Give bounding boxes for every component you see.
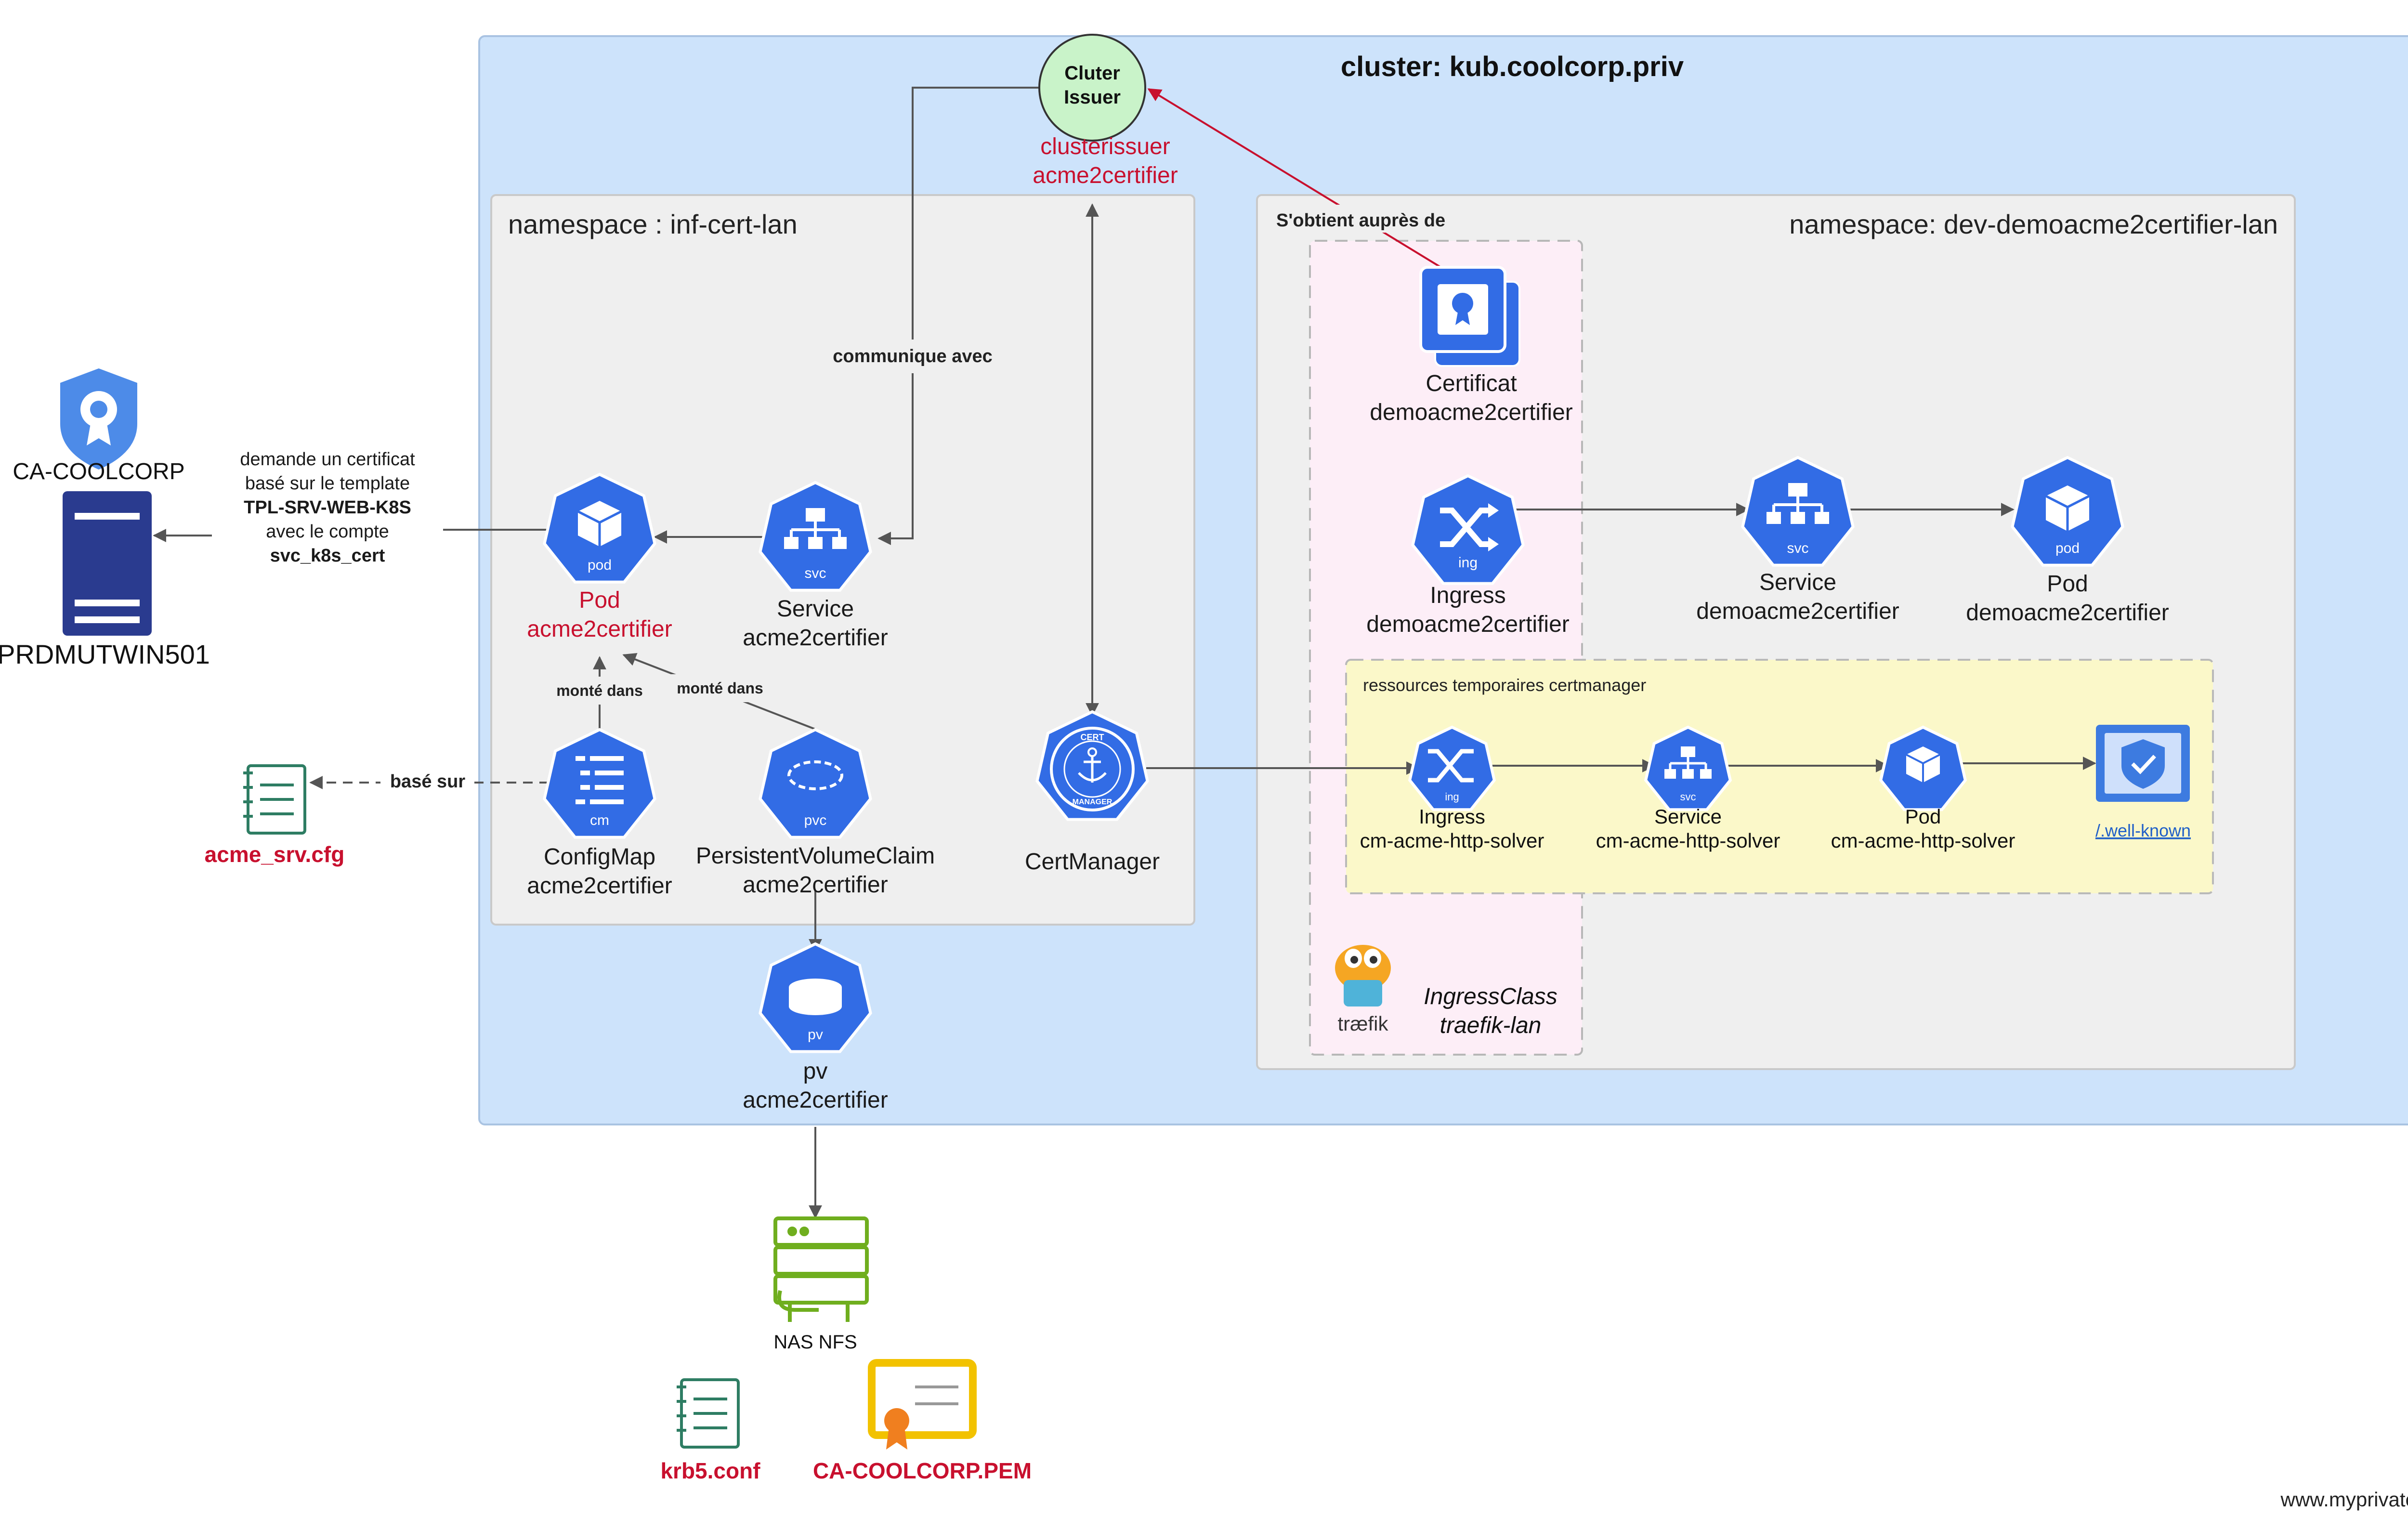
request-note-line2: basé sur le template [245, 473, 410, 494]
edge-issuer-to-service [877, 87, 1040, 545]
server-name: PRDMUTWIN501 [0, 639, 210, 669]
cluster-issuer-name: acme2certifier [1033, 163, 1178, 188]
configmap-acme2certifier-node[interactable]: cm [543, 728, 656, 839]
request-note-account: svc_k8s_cert [270, 546, 385, 566]
nas-name: NAS NFS [773, 1332, 857, 1353]
request-note-template: TPL-SRV-WEB-K8S [244, 497, 411, 518]
cluster-issuer-line2: Issuer [1064, 87, 1121, 108]
ingressclass-kind: IngressClass [1424, 984, 1557, 1009]
service-acme2certifier-node[interactable]: svc [759, 481, 872, 592]
pod-demo-node[interactable]: pod [2011, 456, 2124, 567]
cluster-title: cluster: kub.coolcorp.priv [1341, 51, 1684, 82]
configmap-tag: cm [590, 812, 609, 828]
certmanager-badge-bottom: MANAGER [1073, 798, 1112, 806]
ingress-demo-name: demoacme2certifier [1366, 612, 1570, 637]
cluster-issuer-node[interactable]: Cluter Issuer [1038, 34, 1146, 142]
temp-service-name: cm-acme-http-solver [1596, 829, 1780, 852]
request-note-line4: avec le compte [266, 522, 389, 542]
temp-pod-node[interactable] [1879, 725, 1967, 811]
pod-demo-kind: Pod [2047, 571, 2088, 597]
temp-pod-name: cm-acme-http-solver [1831, 829, 2015, 852]
service-demo-kind: Service [1759, 570, 1836, 595]
pod-acme2certifier-node[interactable]: pod [543, 472, 656, 584]
pvc-tag: pvc [804, 812, 827, 828]
certificate-demo-name: demoacme2certifier [1370, 400, 1573, 425]
watermark: www.myprivatelab.tech [2280, 1488, 2408, 1511]
krb5-file-icon [677, 1378, 740, 1449]
temp-service-kind: Service [1654, 805, 1722, 828]
certmanager-name: CertManager [1025, 849, 1160, 875]
cluster-issuer-kind: clusterissuer [1040, 134, 1170, 159]
ingress-demo-kind: Ingress [1430, 583, 1505, 608]
config-file-icon [243, 764, 306, 835]
pvc-kind: PersistentVolumeClaim [696, 843, 935, 869]
ingressclass-name: traefik-lan [1440, 1013, 1542, 1038]
temp-ingress-kind: Ingress [1419, 805, 1485, 828]
ingress-demo-node[interactable]: ing [1411, 474, 1525, 585]
pod-demo-tag: pod [2055, 540, 2080, 556]
krb5-file-name: krb5.conf [660, 1458, 760, 1483]
pv-tag: pv [808, 1027, 823, 1043]
ingress-demo-tag: ing [1458, 555, 1478, 571]
edge-label-obtained-from: S'obtient auprès de [1276, 210, 1445, 231]
service-tag: svc [805, 565, 826, 581]
edge-label-mounted-2: monté dans [677, 680, 763, 697]
temp-service-node[interactable]: svc [1644, 725, 1732, 811]
server-icon [63, 491, 152, 636]
pvc-name: acme2certifier [743, 872, 888, 898]
pod-demo-name: demoacme2certifier [1966, 600, 2169, 626]
cluster-issuer-line1: Cluter [1064, 63, 1120, 84]
pod-kind: Pod [579, 588, 620, 613]
pod-tag: pod [588, 557, 612, 573]
namespace-inf-title: namespace : inf-cert-lan [508, 209, 798, 239]
temp-resources-title: ressources temporaires certmanager [1363, 675, 1646, 695]
temp-ingress-tag: ing [1445, 791, 1459, 803]
nas-icon [773, 1216, 869, 1322]
temp-ingress-node[interactable]: ing [1408, 725, 1496, 811]
temp-pod-kind: Pod [1905, 805, 1941, 828]
certificate-demo-icon[interactable] [1419, 266, 1520, 367]
service-kind: Service [777, 596, 854, 622]
ca-shield-icon [60, 368, 137, 470]
certificate-demo-kind: Certificat [1426, 371, 1517, 396]
temp-service-tag: svc [1680, 791, 1696, 803]
edge-label-based-on: basé sur [390, 771, 466, 792]
certificate-pem-icon [868, 1359, 977, 1450]
service-demo-tag: svc [1787, 540, 1809, 556]
pem-file-name: CA-COOLCORP.PEM [813, 1458, 1032, 1483]
pvc-acme2certifier-node[interactable]: pvc [759, 728, 872, 839]
traefik-logo-text: træfik [1338, 1012, 1389, 1035]
request-note-line1: demande un certificat [240, 449, 415, 470]
service-demo-node[interactable]: svc [1741, 456, 1855, 567]
pv-acme2certifier-node[interactable]: pv [759, 942, 872, 1053]
pv-kind: pv [803, 1059, 828, 1084]
configmap-name: acme2certifier [527, 873, 672, 899]
service-name: acme2certifier [743, 625, 888, 651]
certmanager-node[interactable]: CERT MANAGER [1035, 710, 1149, 821]
namespace-dev-title: namespace: dev-demoacme2certifier-lan [1789, 209, 2278, 239]
temp-ingress-name: cm-acme-http-solver [1360, 829, 1544, 852]
pv-name: acme2certifier [743, 1087, 888, 1113]
edge-label-mounted-1: monté dans [556, 682, 643, 699]
temp-resources-zone [1345, 659, 2214, 894]
edge-certificate-to-issuer [1147, 88, 1446, 271]
service-demo-name: demoacme2certifier [1696, 599, 1899, 624]
config-file-name: acme_srv.cfg [205, 842, 345, 867]
configmap-kind: ConfigMap [544, 844, 655, 870]
wellknown-link[interactable]: /.well-known [2095, 821, 2191, 840]
ca-name: CA-COOLCORP [13, 459, 184, 484]
wellknown-shield-icon[interactable] [2096, 725, 2190, 802]
pod-name: acme2certifier [527, 616, 672, 642]
certmanager-badge-top: CERT [1081, 732, 1104, 742]
edge-label-communicates: communique avec [833, 346, 993, 366]
traefik-logo-icon: træfik [1335, 945, 1391, 1035]
